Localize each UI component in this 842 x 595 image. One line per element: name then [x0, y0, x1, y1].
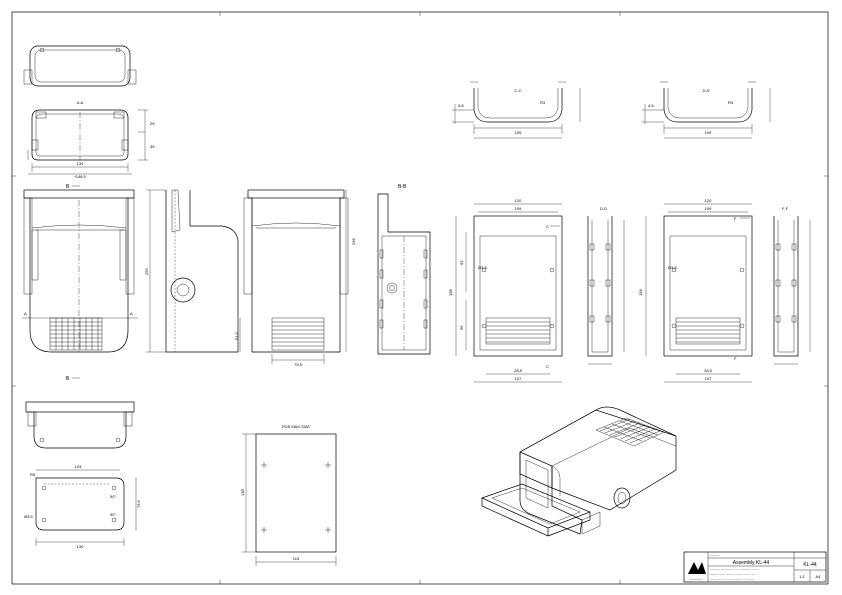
dim-dd-r: R3: [728, 100, 734, 105]
sheet-border: [11, 11, 829, 585]
rear1-hole: Ø3,5: [478, 265, 487, 270]
tb-line-a: ---------- ------------- ----- ---------…: [710, 567, 759, 571]
base-plate-view: 124 R5 90° 90° Ø3,5 73,5 130: [24, 464, 141, 549]
dim-bottom-a1: 90°: [110, 494, 116, 499]
rear2-h: 158: [638, 289, 643, 296]
rear2-marker-f2: F: [734, 356, 737, 361]
marker-a-left: A: [24, 311, 27, 316]
pcb-width: 115: [293, 556, 300, 561]
section-dd: D-D 4.5 R3 109: [642, 81, 771, 139]
rear2-b: 107: [705, 376, 712, 381]
dim-side-small: 51,5: [234, 331, 239, 340]
tb-line-b: --------- ----- ------- --------- ------…: [710, 572, 755, 576]
tb-title: Assembly KL-44: [733, 560, 770, 566]
pcb-height: 138: [240, 489, 245, 496]
dim-bottom-w: 124: [75, 464, 82, 469]
rear-inside-view-2: 120 109 F Ø3,5 158 F 28,5 107: [638, 198, 753, 383]
rear1-marker-c2: C: [546, 364, 549, 369]
rear1-marker-c: C: [546, 224, 549, 229]
section-label-cc: C-C: [514, 88, 521, 93]
section-ff-narrow: F-F: [773, 206, 811, 365]
section-label-bb: B-B: [398, 184, 407, 190]
pcb-title: PCB MAX.SIZE: [282, 424, 310, 429]
dim-w-top: 139: [77, 161, 84, 166]
dim-w-total: *148,5: [74, 174, 86, 179]
rear1-h3: 56: [459, 325, 464, 330]
tb-line-c: ------ ------- -------- ------ ------- -…: [710, 577, 754, 581]
dim-bottom-a2: 90°: [110, 512, 116, 517]
dim-dd-d: 4.5: [648, 103, 654, 108]
marker-b-bottom: B: [66, 376, 70, 382]
isometric-view: [481, 406, 677, 537]
dim-bottom-r: R5: [30, 472, 36, 477]
front-vent-grille: [49, 317, 103, 351]
rear2-w: 120: [705, 198, 712, 203]
rear1-x: 28,5: [514, 368, 523, 373]
iso-vent-grille: [595, 417, 665, 447]
dim-cc-d: 4.8: [458, 103, 464, 108]
pcb-max-size-view: PCB MAX.SIZE 138 115: [240, 424, 337, 566]
dim-cc-r: R3: [540, 100, 546, 105]
section-label-dd2: D-D: [600, 206, 607, 211]
tb-company: ----------: [689, 576, 703, 581]
rear1-h: 158: [448, 289, 453, 296]
dim-bottom-w2: 130: [77, 544, 84, 549]
tb-scale: 1:1: [799, 574, 805, 579]
rear1-h2: 63: [459, 260, 464, 265]
section-aa: A-A 29 35 139 *148,5: [27, 100, 155, 179]
dim-side-width: 79,5: [294, 362, 303, 367]
side-view-knob: 255: [144, 189, 239, 353]
dim-dd-w: 109: [705, 130, 712, 135]
top-outline-view: [23, 45, 137, 87]
dim-front-height: 236: [351, 238, 356, 245]
section-label-aa: A-A: [77, 100, 84, 105]
dim-cc-w: 105: [515, 130, 522, 135]
tb-sheet: A4: [816, 574, 822, 579]
dim-bottom-h: 73,5: [136, 499, 141, 508]
tb-code: KL-44: [803, 562, 817, 568]
section-bb: B-B: [377, 184, 431, 355]
rear2-x: 28,5: [704, 368, 713, 373]
section-label-dd: D-D: [702, 88, 709, 93]
border-ticks: [12, 12, 828, 584]
rear1-w: 120: [515, 198, 522, 203]
dim-bottom-d: Ø3,5: [24, 514, 33, 519]
tb-upper: -------: [710, 552, 720, 557]
rear1-w2: 109: [515, 206, 522, 211]
front-view: B A A B: [22, 184, 138, 382]
title-block: ---------- ------- Assembly KL-44 KL-44 …: [683, 551, 827, 583]
section-dd-narrow: D-D: [587, 206, 625, 365]
section-label-ff: F-F: [782, 206, 789, 211]
rear2-w2: 109: [705, 206, 712, 211]
bottom-view: [25, 401, 135, 449]
rear2-marker-f: F: [734, 216, 737, 221]
rear-inside-view-1: 120 109 C Ø3,5 158 63 56 C 28,5: [448, 198, 563, 383]
marker-a-right: A: [130, 311, 133, 316]
rear2-hole: Ø3,5: [668, 265, 677, 270]
rear1-b: 107: [515, 376, 522, 381]
dim-top-b: 35: [150, 144, 155, 149]
dim-top-a: 29: [150, 121, 155, 126]
company-logo: [688, 562, 706, 574]
dim-side-height: 255: [144, 268, 149, 275]
marker-b-top: B: [66, 184, 70, 190]
side-view-rear: 51,5 79,5 236: [234, 189, 356, 367]
section-cc: C-C 4.8 R3 105: [452, 81, 581, 139]
